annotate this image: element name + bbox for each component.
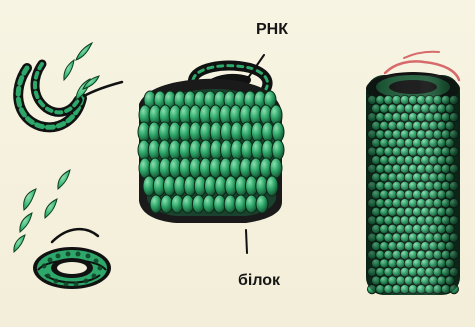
label-leaders (0, 0, 475, 327)
tmv-assembly-diagram: РНК білок (0, 0, 475, 327)
